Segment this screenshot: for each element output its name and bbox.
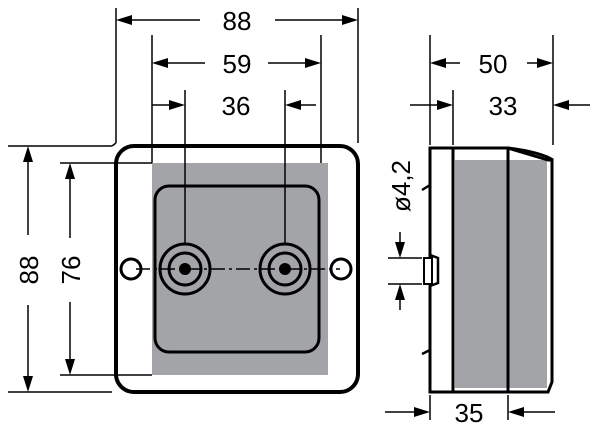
dim-base-depth: 35 (385, 398, 555, 428)
label-height-inner: 76 (56, 256, 86, 285)
dim-hole-spacing-inner: 36 (152, 91, 316, 121)
side-base-tabs (421, 183, 440, 356)
dim-depth-body: 33 (410, 91, 590, 121)
label-base-depth: 35 (455, 398, 484, 428)
side-mount-hole (423, 257, 433, 285)
label-depth-body: 33 (489, 91, 518, 121)
front-housing-outline (114, 144, 360, 394)
dim-height-overall: 88 (14, 146, 44, 392)
label-hole-spacing-inner: 36 (222, 91, 251, 121)
dim-height-inner: 76 (56, 163, 86, 375)
front-view: 88 59 36 88 (8, 6, 360, 394)
side-view: 50 33 ø4,2 35 (385, 35, 590, 428)
label-height-overall: 88 (14, 256, 44, 285)
ext-corner (111, 142, 117, 147)
side-cover-curve (507, 146, 554, 162)
label-hole-spacing-outer: 59 (223, 49, 252, 79)
dim-width-overall: 88 (116, 6, 358, 36)
label-width-overall: 88 (223, 6, 252, 36)
side-body-panel (455, 160, 547, 388)
label-depth-overall: 50 (479, 49, 508, 79)
dim-depth-overall: 50 (430, 49, 553, 79)
mount-hole-right (329, 257, 353, 281)
label-hole-diameter: ø4,2 (386, 160, 416, 212)
dim-hole-diameter: ø4,2 (386, 160, 422, 310)
dim-hole-spacing-outer: 59 (152, 49, 321, 79)
